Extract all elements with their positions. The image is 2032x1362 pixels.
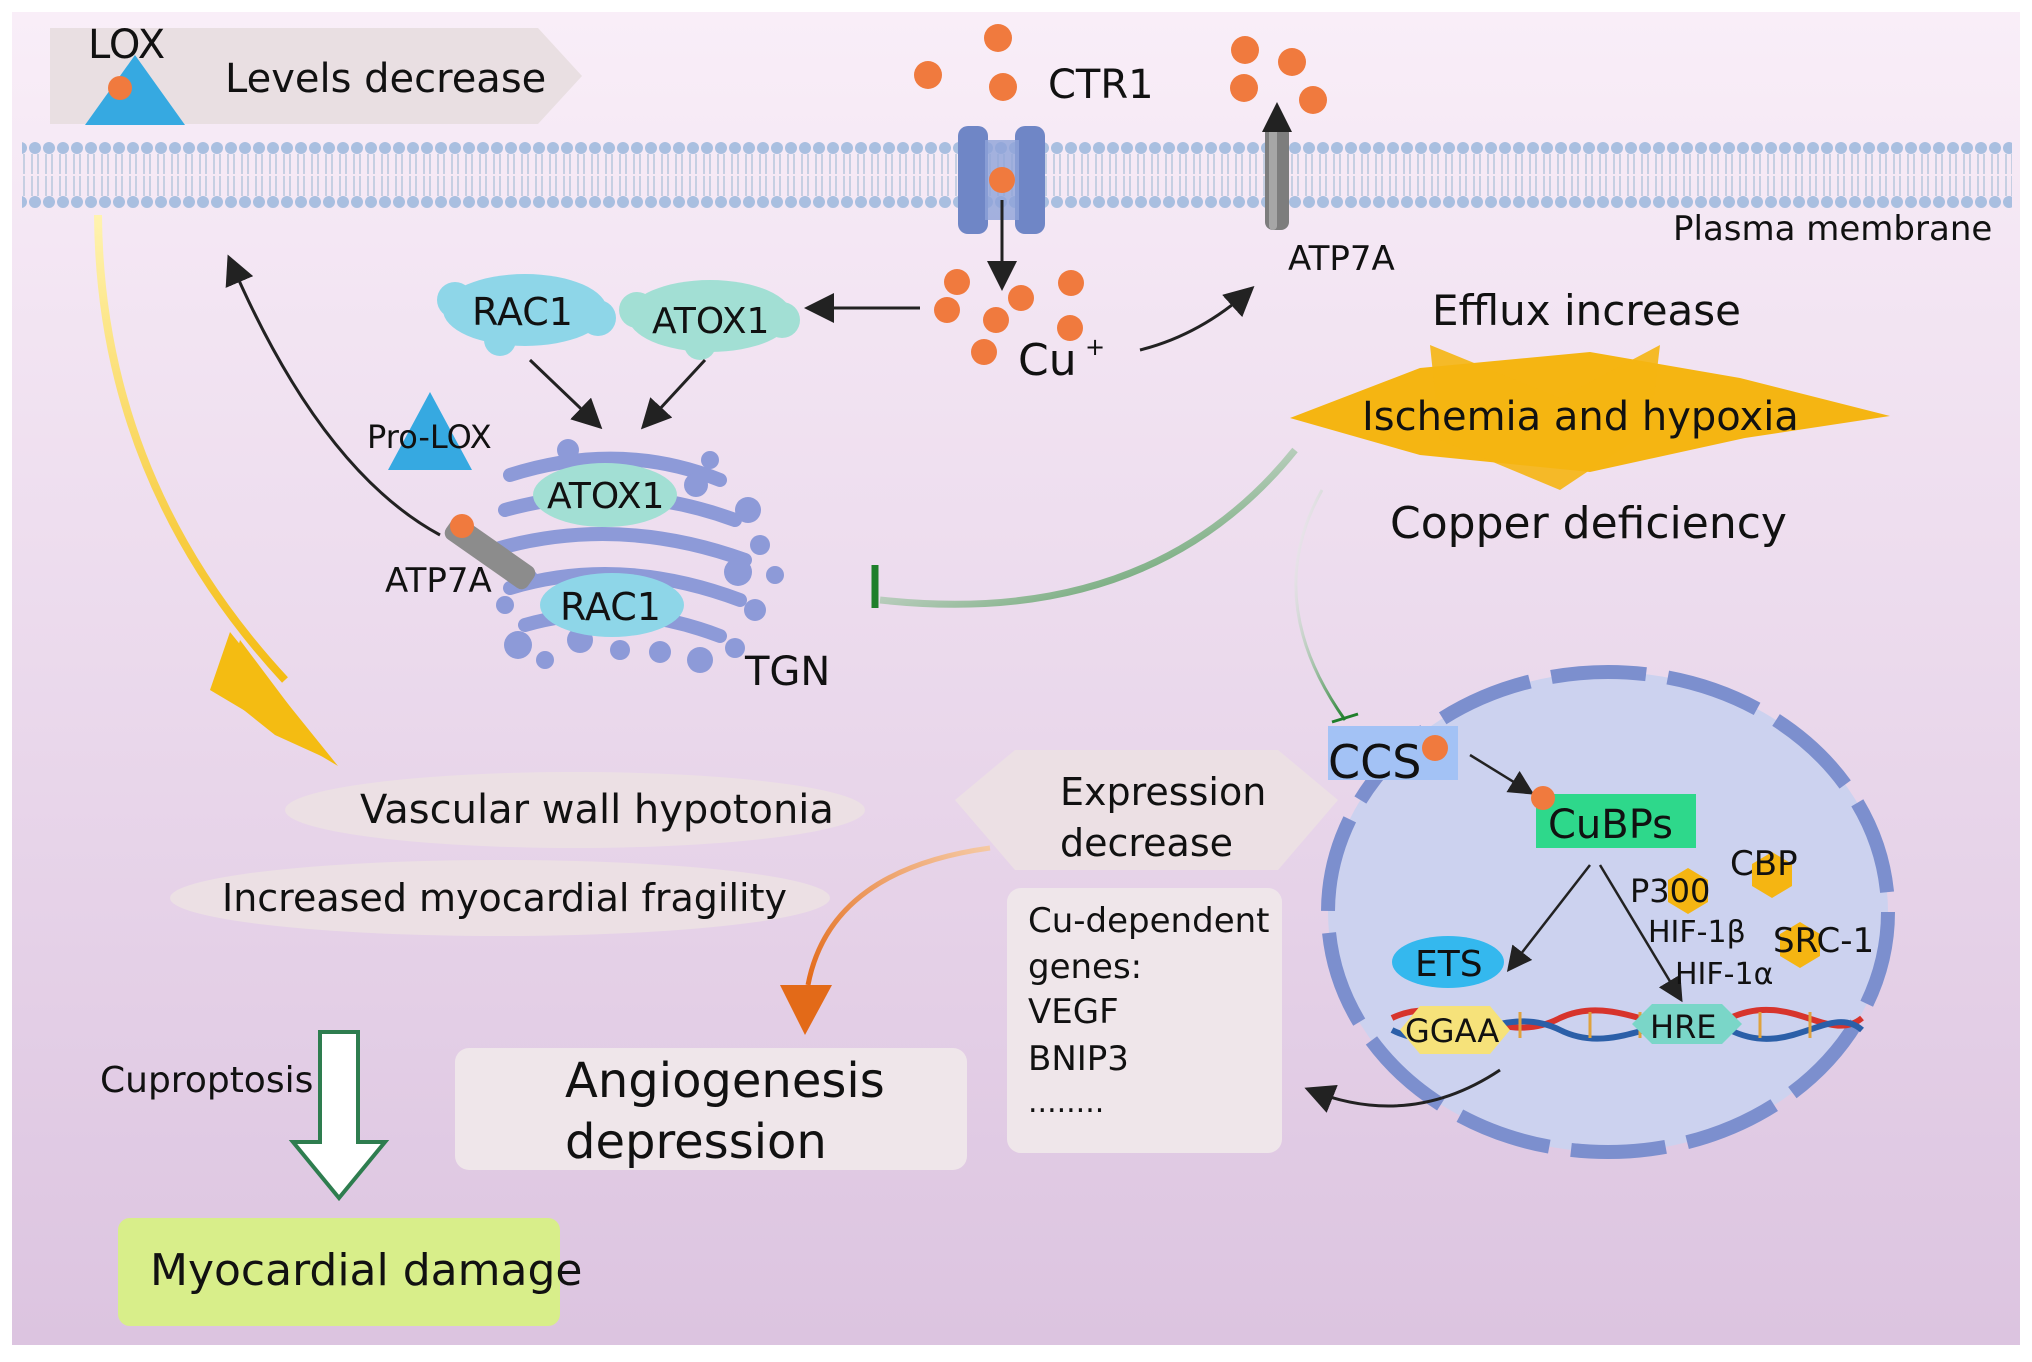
atox1-to-tgn-arrow [640, 358, 707, 430]
copper-deficiency-label: Copper deficiency [1390, 498, 1787, 549]
src1-shape [1780, 922, 1820, 968]
pro-lox-triangle-icon [388, 392, 472, 470]
lox-to-vascular-arrow [94, 214, 288, 683]
vascular-wall-hypotonia-pill [285, 772, 865, 848]
expression-decrease-banner [955, 750, 1338, 870]
rac1-top-label: RAC1 [472, 290, 573, 334]
rac1-golgi-protein [540, 573, 684, 637]
lox-levels-decrease-banner: LOX Levels decrease [50, 22, 582, 125]
atox1-top-label: ATOX1 [652, 301, 769, 342]
levels-decrease-label: Levels decrease [225, 56, 546, 102]
copper-ion-icon [450, 514, 474, 538]
intracellular-copper-ions [934, 269, 1084, 365]
src1-label: SRC-1 [1773, 921, 1874, 961]
hre-label: HRE [1650, 1008, 1717, 1046]
tgn-golgi [444, 439, 784, 673]
plasma-membrane-label: Plasma membrane [1673, 209, 1992, 249]
hif1b-label: HIF-1β [1648, 915, 1746, 950]
atp7a-to-lox-arrow [225, 254, 441, 537]
bnip3-label: BNIP3 [1028, 1039, 1129, 1079]
cu-ion-label: Cu [1018, 335, 1077, 386]
ctr1-label: CTR1 [1048, 62, 1154, 108]
myocardial-damage-box [118, 1218, 560, 1326]
cbp-label: CBP [1730, 844, 1798, 884]
angiogenesis-depression-box [455, 1048, 967, 1170]
cubps-label: CuBPs [1548, 802, 1673, 848]
atox1-top-protein [619, 280, 800, 360]
rac1-top-protein [437, 274, 616, 356]
rac1-golgi-label: RAC1 [560, 585, 661, 629]
lox-triangle-icon [85, 55, 185, 125]
tgn-label: TGN [744, 649, 830, 695]
inhibition-to-tgn-arrow [879, 447, 1298, 608]
cbp-shape [1752, 852, 1792, 898]
atox1-golgi-label: ATOX1 [547, 476, 664, 517]
vegf-label: VEGF [1028, 992, 1119, 1032]
myocardial-damage-label: Myocardial damage [150, 1245, 582, 1296]
lox-label: LOX [88, 22, 165, 68]
atp7a-membrane-label: ATP7A [1288, 239, 1395, 279]
dna-to-genes-arrow [1304, 1068, 1501, 1113]
efflux-increase-label: Efflux increase [1432, 286, 1741, 335]
ccs-label: CCS [1328, 735, 1421, 789]
ctr1-channel [958, 126, 1045, 291]
hre-shape [1632, 1004, 1742, 1044]
hif1a-label: HIF-1α [1675, 957, 1773, 992]
increased-myocardial-fragility-pill [170, 860, 830, 936]
ggaa-label: GGAA [1405, 1012, 1499, 1050]
ggaa-shape [1400, 1006, 1510, 1054]
atox1-golgi-protein [533, 463, 677, 527]
increased-myocardial-fragility-label: Increased myocardial fragility [222, 876, 787, 920]
cu-to-atp7a-arrow [1139, 285, 1255, 352]
angiogenesis-line1: Angiogenesis [565, 1053, 885, 1109]
copper-ion-icon [108, 76, 132, 100]
cu-dependent-genes-box [1007, 888, 1282, 1153]
extracellular-copper-ions [914, 24, 1327, 114]
cuproptosis-label: Cuproptosis [100, 1060, 313, 1101]
pro-lox-label: Pro-LOX [367, 418, 492, 456]
copper-ion-icon [1531, 786, 1555, 810]
ellipsis-label: ........ [1028, 1085, 1104, 1120]
copper-ion-icon [1422, 735, 1448, 761]
cuproptosis-down-arrow [288, 1030, 390, 1202]
p300-shape [1668, 868, 1708, 914]
atp7a-membrane-transporter [1262, 102, 1292, 230]
cu-dependent-line2: genes: [1028, 947, 1142, 987]
copper-ion-icon [989, 167, 1015, 193]
atp7a-golgi-label: ATP7A [385, 561, 492, 601]
rac1-to-tgn-arrow [528, 358, 603, 430]
cu-dependent-line1: Cu-dependent [1028, 901, 1270, 941]
inhibition-to-ccs-arrow [1294, 489, 1347, 721]
expression-decrease-line1: Expression [1060, 770, 1266, 814]
ets-shape [1392, 936, 1504, 988]
angiogenesis-line2: depression [565, 1114, 827, 1170]
vascular-wall-hypotonia-label: Vascular wall hypotonia [360, 787, 834, 833]
cu-charge-label: + [1085, 333, 1105, 361]
ischemia-hypoxia-label: Ischemia and hypoxia [1362, 394, 1799, 440]
cubps-box [1536, 794, 1696, 848]
p300-label: P300 [1630, 872, 1710, 910]
expression-to-angiogenesis-arrow [805, 845, 991, 986]
expression-decrease-line2: decrease [1060, 821, 1233, 865]
ets-label: ETS [1415, 944, 1483, 985]
